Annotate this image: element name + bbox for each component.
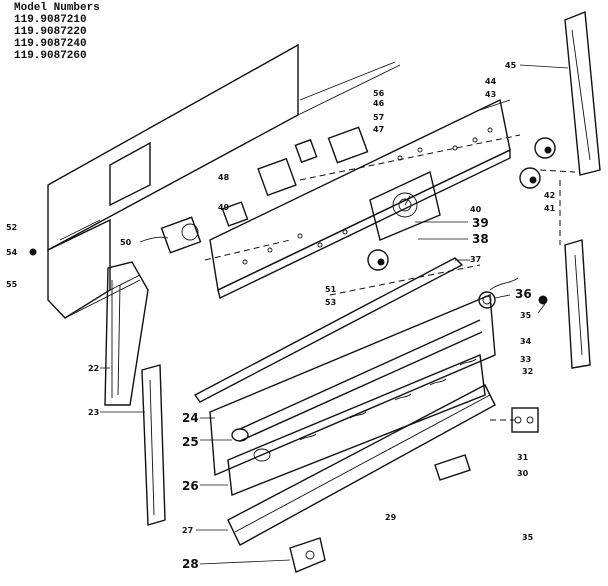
hinge-bracket-28 bbox=[289, 537, 326, 573]
model-numbers-title: Model Numbers bbox=[14, 2, 100, 14]
model-number: 119.9087260 bbox=[14, 50, 87, 62]
callout-56: 56 bbox=[373, 89, 385, 98]
callout-26: 26 bbox=[182, 479, 199, 493]
trim-strip bbox=[193, 257, 464, 403]
bracket-30 bbox=[434, 454, 471, 481]
callout-46: 46 bbox=[373, 99, 385, 108]
callout-33: 33 bbox=[520, 355, 531, 364]
switch-46 bbox=[294, 138, 318, 164]
alignment-lines bbox=[204, 169, 576, 421]
callout-41: 41 bbox=[544, 204, 556, 213]
callout-32: 32 bbox=[522, 367, 533, 376]
callout-36: 36 bbox=[515, 287, 532, 301]
switch-49 bbox=[221, 201, 249, 227]
left-side-trim bbox=[104, 261, 149, 406]
control-knob bbox=[367, 249, 389, 271]
callout-30: 30 bbox=[517, 469, 529, 478]
callout-27: 27 bbox=[182, 526, 193, 535]
callout-24: 24 bbox=[182, 411, 199, 425]
timer-48 bbox=[257, 157, 297, 197]
rod-25 bbox=[231, 319, 483, 442]
control-knob bbox=[519, 167, 541, 189]
callout-25: 25 bbox=[182, 435, 199, 449]
model-numbers-header: Model Numbers 119.9087210 119.9087220 11… bbox=[14, 2, 100, 62]
callout-57: 57 bbox=[373, 113, 384, 122]
front-panel bbox=[209, 293, 496, 477]
callout-35: 35 bbox=[520, 311, 532, 320]
panel-26 bbox=[227, 353, 486, 496]
callout-48: 48 bbox=[218, 173, 230, 182]
bracket-23 bbox=[141, 364, 166, 526]
lower-rail bbox=[227, 384, 496, 546]
model-number: 119.9087240 bbox=[14, 38, 87, 50]
clock-module bbox=[369, 171, 441, 241]
callout-53: 53 bbox=[325, 298, 336, 307]
callout-43: 43 bbox=[485, 90, 496, 99]
callout-51: 51 bbox=[325, 285, 337, 294]
callout-34: 34 bbox=[520, 337, 532, 346]
callout-52: 52 bbox=[6, 223, 17, 232]
callout-37: 37 bbox=[470, 255, 481, 264]
callout-23: 23 bbox=[88, 408, 99, 417]
model-number: 119.9087220 bbox=[14, 26, 87, 38]
back-panel-lower-section bbox=[47, 218, 141, 319]
right-lower-trim bbox=[564, 239, 591, 369]
screw-35 bbox=[538, 295, 548, 305]
callout-29: 29 bbox=[385, 513, 397, 522]
callout-42: 42 bbox=[544, 191, 555, 200]
model-number: 119.9087210 bbox=[14, 14, 87, 26]
callout-49: 49 bbox=[218, 203, 230, 212]
callout-55: 55 bbox=[6, 280, 18, 289]
knob-36 bbox=[478, 277, 519, 309]
control-knob bbox=[534, 137, 556, 159]
callout-38: 38 bbox=[472, 232, 489, 246]
callout-28: 28 bbox=[182, 557, 199, 571]
callout-47: 47 bbox=[373, 125, 384, 134]
page-mark: 35 bbox=[522, 533, 534, 542]
leader-lines bbox=[100, 64, 569, 565]
control-panel bbox=[209, 98, 521, 300]
screw-54 bbox=[29, 248, 37, 256]
callout-39: 39 bbox=[472, 216, 489, 230]
callout-labels: 22 23 24 25 26 27 28 29 30 31 32 33 34 3… bbox=[6, 61, 556, 571]
callout-40: 40 bbox=[470, 205, 482, 214]
terminal-block bbox=[511, 407, 539, 433]
callout-54: 54 bbox=[6, 248, 18, 257]
right-side-trim bbox=[564, 11, 601, 176]
callout-22: 22 bbox=[88, 364, 99, 373]
callout-44: 44 bbox=[485, 77, 497, 86]
callout-50: 50 bbox=[120, 238, 132, 247]
callout-31: 31 bbox=[517, 453, 529, 462]
blower-motor bbox=[139, 216, 202, 254]
callout-45: 45 bbox=[505, 61, 517, 70]
component-47 bbox=[327, 126, 369, 164]
